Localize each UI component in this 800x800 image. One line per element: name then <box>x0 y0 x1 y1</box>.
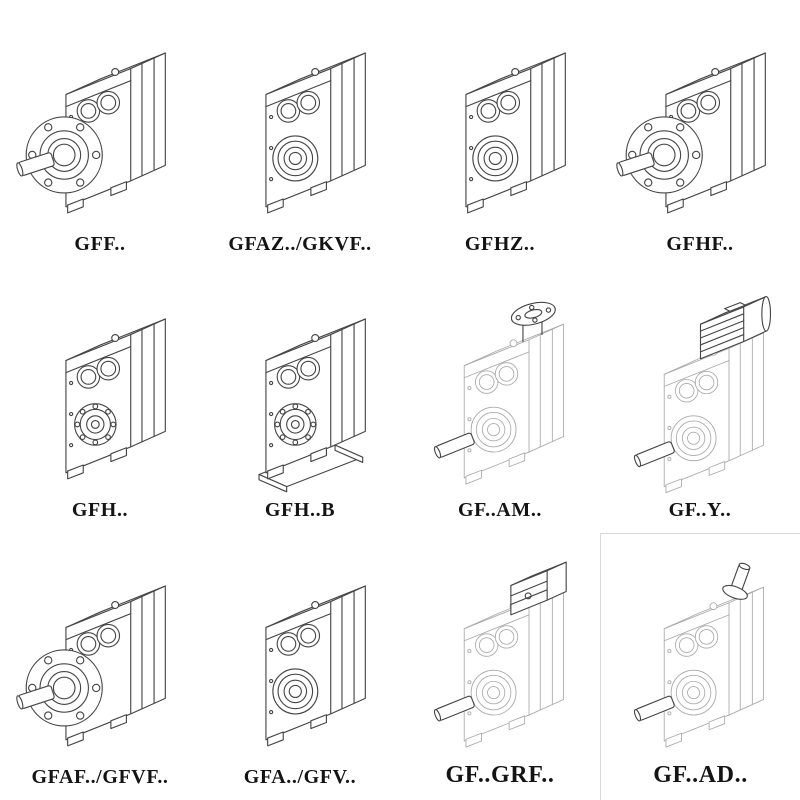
catalog-cell-gfhz: GFHZ.. <box>400 0 600 267</box>
model-label-gf-grf: GF..GRF.. <box>445 761 555 788</box>
catalog-cell-gff: GFF.. <box>0 0 200 267</box>
model-label-gff: GFF.. <box>74 232 126 255</box>
catalog-cell-gf-ad: GF..AD.. <box>600 533 800 800</box>
gearbox-drawing-gff <box>14 15 187 231</box>
catalog-cell-gf-grf: GF..GRF.. <box>400 533 600 800</box>
gearbox-drawing-gfa-gfv <box>214 548 387 764</box>
catalog-cell-gfh: GFH.. <box>0 267 200 534</box>
gearbox-drawing-gfh-b <box>214 281 387 497</box>
catalog-cell-gfh-b: GFH..B <box>200 267 400 534</box>
gearbox-drawing-gfhf <box>614 15 787 231</box>
model-label-gfh: GFH.. <box>71 499 129 522</box>
model-label-gfhz: GFHZ.. <box>464 232 536 255</box>
catalog-cell-gfhf: GFHF.. <box>600 0 800 267</box>
gearbox-drawing-gfhz <box>414 15 587 231</box>
gearbox-drawing-gfaz-gkvf <box>214 15 387 231</box>
model-label-gfhf: GFHF.. <box>666 232 734 255</box>
model-label-gfaz-gkvf: GFAZ../GKVF.. <box>228 232 372 255</box>
model-label-gf-y: GF..Y.. <box>668 499 732 522</box>
model-label-gfh-b: GFH..B <box>264 499 336 522</box>
gearbox-drawing-gf-y <box>614 281 787 497</box>
catalog-cell-gfaz-gkvf: GFAZ../GKVF.. <box>200 0 400 267</box>
catalog-cell-gf-am: GF..AM.. <box>400 267 600 534</box>
gearbox-drawing-gfh <box>14 281 187 497</box>
catalog-cell-gfaf-gfvf: GFAF../GFVF.. <box>0 533 200 800</box>
model-label-gfa-gfv: GFA../GFV.. <box>243 765 357 788</box>
gearbox-drawing-gf-grf <box>414 544 587 760</box>
catalog-cell-gfa-gfv: GFA../GFV.. <box>200 533 400 800</box>
model-label-gf-ad: GF..AD.. <box>653 761 748 788</box>
model-label-gf-am: GF..AM.. <box>457 499 543 522</box>
gearbox-drawing-gf-am <box>414 281 587 497</box>
gearbox-drawing-gf-ad <box>614 544 787 760</box>
gearbox-drawing-gfaf-gfvf <box>14 548 187 764</box>
model-label-gfaf-gfvf: GFAF../GFVF.. <box>31 765 169 788</box>
catalog-cell-gf-y: GF..Y.. <box>600 267 800 534</box>
